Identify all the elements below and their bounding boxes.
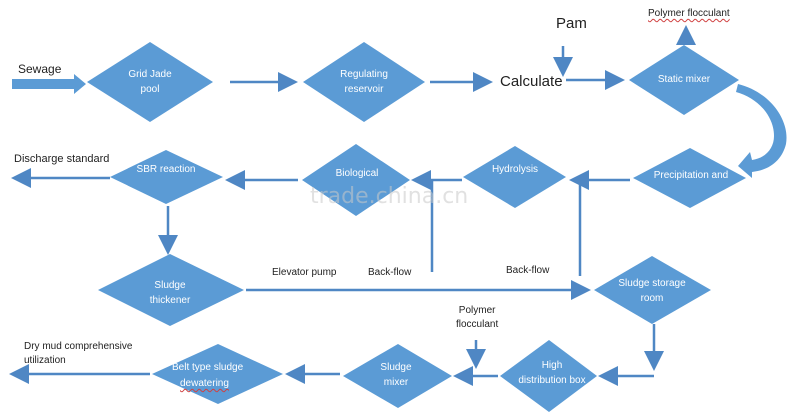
polymer-flocculant-bottom-label: Polymer flocculant [456,305,499,330]
sbr-reaction-node [110,150,223,204]
grid-jade-pool-node [87,42,213,122]
sludge-storage-room-node [594,256,711,324]
regulating-reservoir-node [303,42,425,122]
sludge-thickener-node [98,254,244,326]
discharge-standard-label: Discharge standard [14,153,110,165]
belt-dewatering-node [152,344,283,404]
sewage-label: Sewage [18,62,62,76]
elevator-pump-label: Elevator pump [272,267,337,278]
watermark: trade.china.cn [310,184,469,209]
high-distribution-box-node [500,340,597,412]
static-mixer-node [629,45,739,115]
dry-mud-label: Dry mud comprehensive utilization [24,341,133,366]
sewage-inlet-arrow [12,74,86,94]
polymer-flocculant-top-label: Polymer flocculant [648,8,730,19]
calculate-label: Calculate [500,73,563,90]
back-flow-label-2: Back-flow [506,265,550,276]
curved-transfer-arrow [736,84,787,178]
pam-label: Pam [556,15,587,32]
back-flow-label-1: Back-flow [368,267,412,278]
sludge-mixer-node [343,344,452,408]
precipitation-node [633,148,746,208]
hydrolysis-node [463,146,566,208]
biological-node [302,144,410,216]
